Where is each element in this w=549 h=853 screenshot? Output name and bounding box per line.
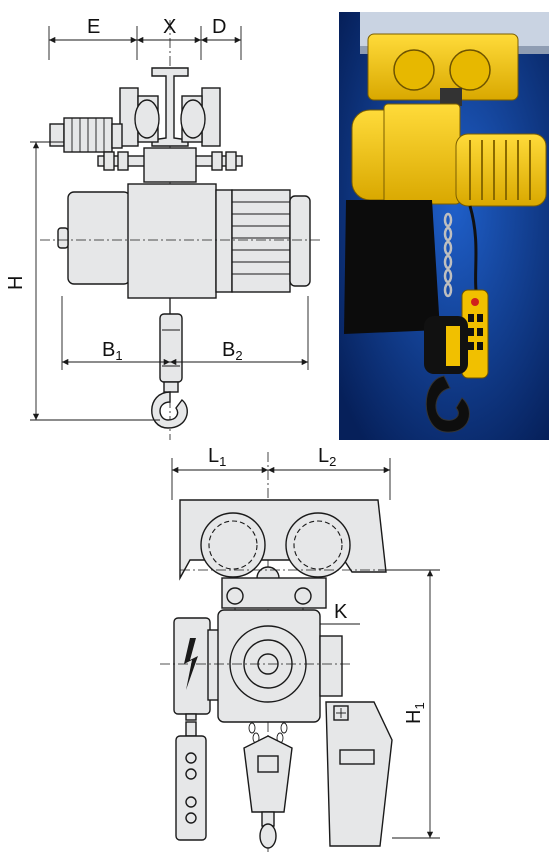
- side-view-drawing: [160, 452, 440, 852]
- dimension-labels-front: E X D H B1 B2: [5, 16, 243, 363]
- front-view-drawing: [30, 20, 320, 440]
- dim-label-b2: B2: [222, 339, 243, 363]
- dim-label-d: D: [212, 16, 226, 38]
- dim-label-x: X: [163, 16, 176, 38]
- dim-label-h: H: [5, 276, 27, 290]
- lightning-bolt-icon: [184, 638, 198, 690]
- hoist-product-photo: [339, 12, 549, 440]
- red-stop-button-icon: [471, 298, 479, 306]
- dim-label-e: E: [87, 16, 100, 38]
- dim-label-k: K: [334, 601, 348, 623]
- dimension-labels-side: L1 L2 K H1: [208, 445, 427, 724]
- dim-label-b1: B1: [102, 339, 123, 363]
- dim-label-l1: L1: [208, 445, 226, 469]
- dim-label-l2: L2: [318, 445, 336, 469]
- dim-label-h1: H1: [403, 702, 427, 724]
